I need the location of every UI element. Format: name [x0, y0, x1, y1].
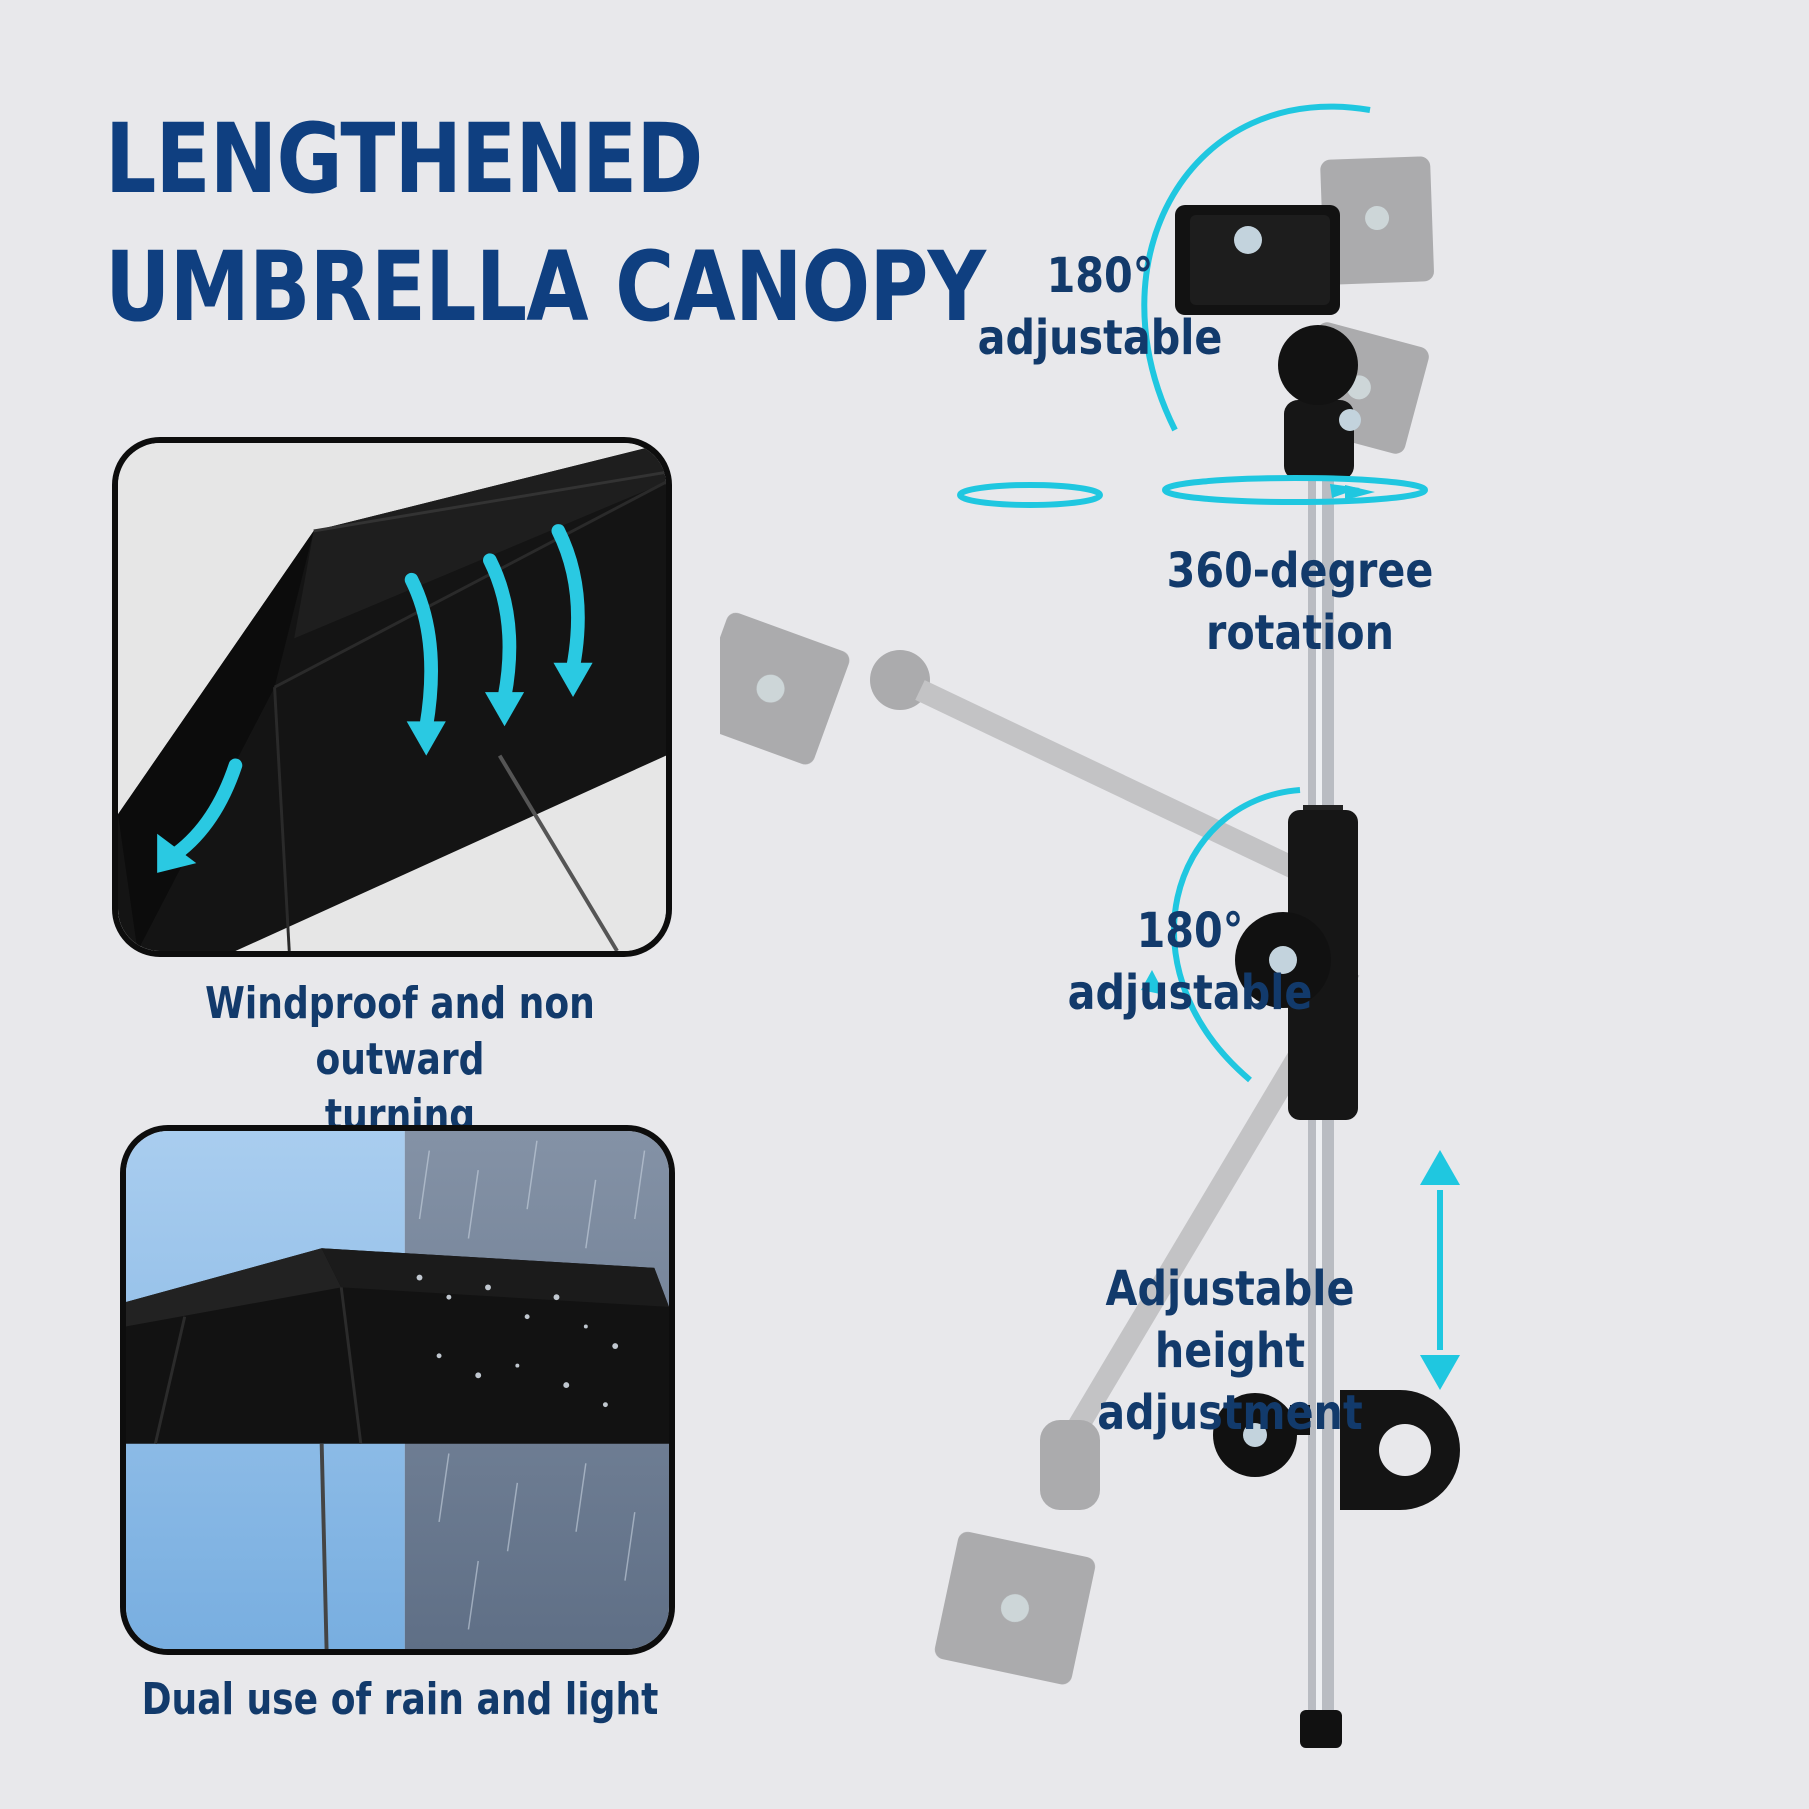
- airflow-arrows: [169, 524, 585, 861]
- joint-rotation-angle: 180°: [1136, 903, 1244, 959]
- top-rotation-angle: 180°: [1046, 248, 1154, 304]
- headline-line-1: LENGTHENED: [105, 103, 703, 215]
- joint-rotation-callout: 180° adjustable: [1044, 900, 1336, 1024]
- umbrella-holder-illustration: [720, 90, 1809, 1809]
- top-rotation-callout: 180° adjustable: [954, 245, 1246, 369]
- windproof-canopy-illustration: [118, 443, 666, 951]
- swivel-angle: 360-degree: [1166, 543, 1434, 599]
- joint-rotation-text: adjustable: [1067, 965, 1313, 1021]
- rotation-guides: [957, 103, 1443, 1350]
- windproof-canopy-photo: [112, 437, 672, 957]
- height-callout: Adjustable height adjustment: [1041, 1258, 1419, 1444]
- windproof-caption-line-1: Windproof and non outward: [205, 978, 595, 1085]
- height-line-1: Adjustable height: [1105, 1261, 1355, 1379]
- rotation-arrowheads: [1141, 484, 1460, 1390]
- dual-use-caption: Dual use of rain and light: [141, 1674, 659, 1725]
- headline: LENGTHENED UMBRELLA CANOPY: [105, 95, 986, 351]
- swivel-callout: 360-degree rotation: [1154, 540, 1446, 664]
- swivel-text: rotation: [1206, 605, 1394, 661]
- umbrella-holder-diagram: [720, 103, 1460, 1748]
- dual-use-illustration: [126, 1131, 669, 1649]
- dual-use-photo: [120, 1125, 675, 1655]
- headline-line-2: UMBRELLA CANOPY: [105, 231, 986, 343]
- holder-main: [1175, 205, 1460, 1748]
- top-rotation-text: adjustable: [977, 310, 1223, 366]
- height-line-2: adjustment: [1097, 1385, 1363, 1441]
- windproof-caption: Windproof and non outward turning: [121, 976, 679, 1144]
